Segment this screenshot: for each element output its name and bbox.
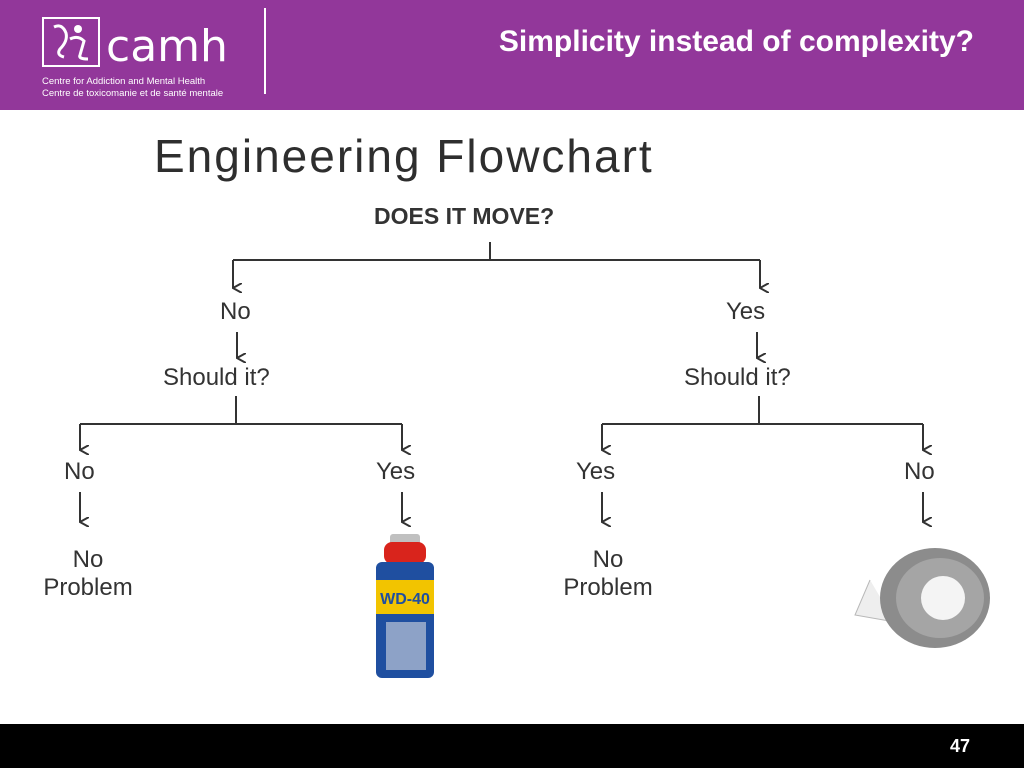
result-line-2: Problem [563,574,653,601]
brand-wordmark: camh [106,21,228,72]
slide-header: camh Centre for Addiction and Mental Hea… [0,0,1024,110]
brand-tagline-fr: Centre de toxicomanie et de santé mental… [42,88,224,99]
flowchart-connectors: WD-40 [79,242,990,678]
node-left-should-it: Should it? [163,364,270,391]
slide-footer: 47 [0,724,1024,768]
wd40-label: WD-40 [380,591,430,608]
camh-logo-icon [42,17,100,67]
node-rr-no: No [904,458,935,485]
node-rl-no-problem: No Problem [548,546,668,602]
result-line-1: No [592,546,624,573]
node-lr-yes: Yes [376,458,416,485]
header-divider [264,8,266,94]
result-line-1: No [72,546,104,573]
node-right-should-it: Should it? [684,364,791,391]
node-ll-no-problem: No Problem [28,546,148,602]
node-ll-no: No [64,458,95,485]
node-left-no: No [220,298,251,325]
page-number: 47 [949,736,970,756]
result-line-2: Problem [43,574,133,601]
node-rl-yes: Yes [576,458,616,485]
node-does-it-move: DOES IT MOVE? [374,203,555,229]
flowchart-title: Engineering Flowchart [154,130,654,182]
duct-tape-icon [854,548,990,648]
flowchart-area: Engineering Flowchart [0,110,1024,724]
wd40-can-icon: WD-40 [376,534,434,678]
brand-tagline-en: Centre for Addiction and Mental Health [42,76,206,87]
node-right-yes: Yes [726,298,766,325]
slide-title: Simplicity instead of complexity? [498,25,974,58]
